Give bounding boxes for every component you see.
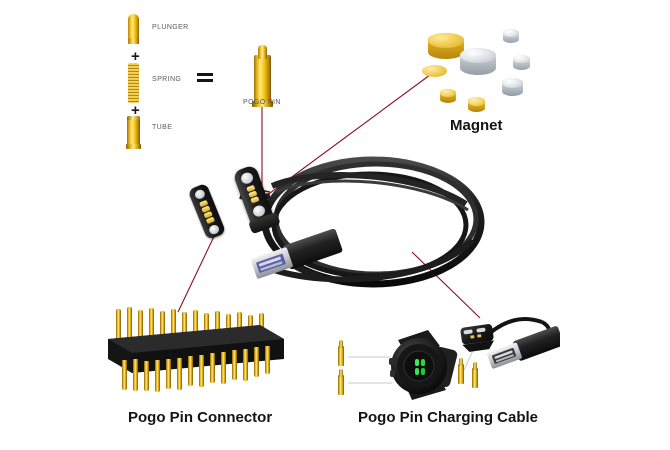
magnet-disc-silver-large	[460, 48, 496, 75]
magnet-face	[428, 33, 464, 48]
charging-cable-unit	[458, 312, 564, 396]
pogo-pin-charging-cable-group	[330, 317, 564, 405]
spring-label: SPRING	[152, 76, 182, 83]
magnet-disc-gold-small-1	[440, 89, 456, 103]
magnet-disc-silver-small-1	[503, 29, 519, 43]
socket-contact-pad	[205, 216, 216, 225]
sensor-led	[415, 359, 419, 366]
loose-pogo-pin-1	[338, 340, 344, 366]
pogo-pin-assembled	[252, 45, 273, 107]
spring-part	[128, 63, 139, 103]
magnet-face	[460, 48, 496, 63]
plug-contact-pin	[250, 196, 260, 204]
plug-magnet-top	[239, 170, 255, 186]
usb-a-plug	[487, 326, 564, 369]
charging-cable-illustration	[460, 317, 564, 369]
pogo-pin-label: POGO PIN	[243, 99, 281, 106]
smartwatch	[382, 328, 460, 404]
sensor-led	[415, 368, 419, 375]
magnet-disc-gold-small-2	[468, 97, 485, 112]
tube-part	[126, 116, 141, 149]
cable-assembly-group	[187, 140, 500, 305]
pogo-pin-flange	[252, 101, 273, 107]
connector-pin-row-bottom	[122, 346, 270, 392]
usb-a-plug	[251, 228, 343, 279]
pogo-pin-connector-group	[100, 305, 290, 400]
magnet-disc-silver-small-2	[513, 55, 530, 70]
socket-magnet-bottom	[207, 223, 221, 236]
sensor-led	[421, 368, 425, 375]
magnetic-charging-puck	[460, 324, 495, 352]
magnet-face	[513, 55, 530, 63]
tube-label: TUBE	[152, 124, 173, 131]
connector-illustration	[108, 307, 284, 392]
magnet-disc-gold-medium	[422, 65, 447, 86]
magnet-disc-gold-large	[428, 33, 464, 59]
magnet-group	[415, 25, 575, 115]
magnet-face	[468, 97, 485, 106]
sensor-led	[421, 359, 425, 366]
loose-pogo-pin-4	[472, 362, 478, 388]
pogo-pin-charging-cable-callout-label: Pogo Pin Charging Cable	[358, 409, 539, 426]
pogo-pin-tip	[258, 45, 267, 59]
plus-sign-1: +	[131, 48, 140, 65]
exploded-view-group: PLUNGER + SPRING + TUBE POGO PIN	[0, 0, 300, 160]
socket-magnet-top	[193, 188, 207, 201]
magnet-face	[422, 65, 447, 77]
pogo-pin-connector-callout-label: Pogo Pin Connector	[128, 409, 273, 426]
plus-sign-2: +	[131, 102, 140, 119]
magnet-face	[503, 29, 519, 37]
magnet-disc-silver-small-3	[502, 78, 523, 96]
magnet-face	[502, 78, 523, 88]
loose-pogo-pin-3	[458, 358, 464, 384]
magnet-face	[440, 89, 456, 97]
magnet-callout-label: Magnet	[450, 117, 503, 134]
plunger-part	[128, 14, 139, 44]
plunger-label: PLUNGER	[152, 24, 189, 31]
smartwatch-illustration	[389, 330, 458, 400]
equals-sign	[197, 73, 213, 84]
loose-pogo-pin-2	[338, 369, 344, 395]
